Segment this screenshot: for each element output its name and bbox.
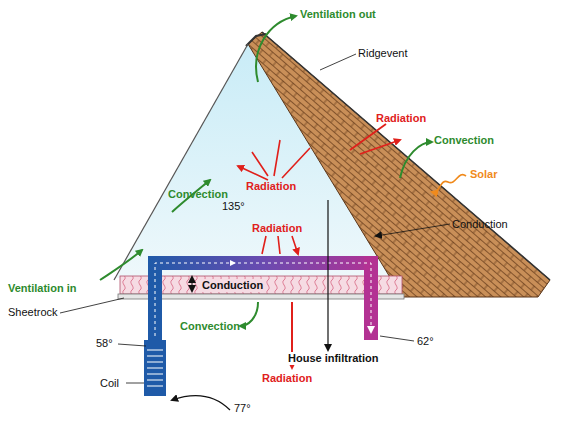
label-ventilation: Ventilation out bbox=[300, 8, 376, 21]
temperature-label: 62° bbox=[417, 335, 434, 348]
part-label: Coil bbox=[100, 377, 119, 390]
insulation bbox=[120, 276, 402, 294]
label-solar: Solar bbox=[470, 168, 498, 181]
temperature-label: 135° bbox=[222, 200, 245, 213]
label-convection: Convection bbox=[434, 134, 494, 147]
label-radiation: Radiation bbox=[262, 372, 312, 385]
label-radiation: Radiation bbox=[252, 222, 302, 235]
label-conduction: Conduction bbox=[452, 218, 508, 231]
label-radiation: Radiation bbox=[246, 180, 296, 193]
label-radiation: Radiation bbox=[376, 112, 426, 125]
label-convection: Convection bbox=[180, 320, 240, 333]
temperature-label: 77° bbox=[234, 402, 251, 415]
label-convection: Convection bbox=[168, 188, 228, 201]
coil bbox=[144, 340, 166, 396]
label-infiltration: House infiltration bbox=[286, 352, 380, 365]
label-ventilation: Ventilation in bbox=[8, 282, 76, 295]
part-label: Sheetrock bbox=[8, 306, 58, 319]
temperature-label: 58° bbox=[96, 337, 113, 350]
label-conduction: Conduction bbox=[200, 279, 265, 292]
part-label: Ridgevent bbox=[358, 47, 408, 60]
